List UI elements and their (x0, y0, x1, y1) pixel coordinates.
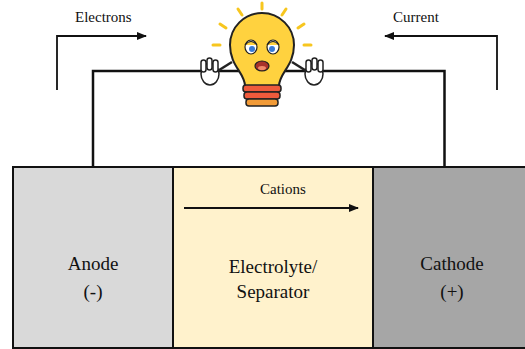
glove-finger (306, 60, 311, 72)
bulb-band (243, 85, 281, 92)
current-label: Current (393, 8, 439, 26)
bulb-eyelid (245, 42, 257, 46)
bulb-base (246, 99, 278, 106)
circuit-wire (93, 71, 445, 166)
glove-finger (201, 60, 206, 72)
bulb-eye (267, 40, 279, 54)
ray (304, 44, 311, 47)
electron-label: Electrons (75, 8, 132, 26)
bulb-iris (269, 46, 275, 52)
cation-arrow (184, 207, 358, 209)
polarity-sign: (+) (440, 280, 463, 305)
bulb-eyelid (267, 42, 279, 46)
glove-finger (207, 58, 212, 70)
glove-finger (213, 60, 218, 72)
current-arrow (385, 36, 497, 90)
glove-right (305, 58, 323, 85)
electron-arrow (57, 36, 146, 90)
glove-finger (318, 60, 323, 72)
ray (261, 3, 264, 9)
electrolyte-name: Electrolyte/ Separator (213, 255, 333, 304)
cathode-box: Cathode (+) (372, 166, 525, 349)
bulb-mouth (255, 61, 269, 71)
ray (220, 24, 226, 28)
polarity-sign: (-) (84, 280, 103, 305)
ray (213, 44, 220, 47)
glove-finger (312, 58, 317, 70)
ray (282, 9, 286, 15)
electrolyte-box: CationsElectrolyte/ Separator (172, 166, 374, 349)
bulb-tongue (258, 66, 266, 70)
bulb-glass (230, 13, 294, 86)
ray (238, 9, 242, 15)
cation-label: Cations (260, 180, 306, 200)
glove-left (201, 58, 219, 85)
bulb-eye (245, 40, 257, 54)
electrode-name: Cathode (420, 252, 483, 277)
anode-box: Anode (-) (12, 166, 174, 349)
bulb-iris (249, 46, 255, 52)
electrode-name: Anode (68, 252, 119, 277)
bulb-band (244, 92, 280, 99)
ray (298, 24, 304, 28)
